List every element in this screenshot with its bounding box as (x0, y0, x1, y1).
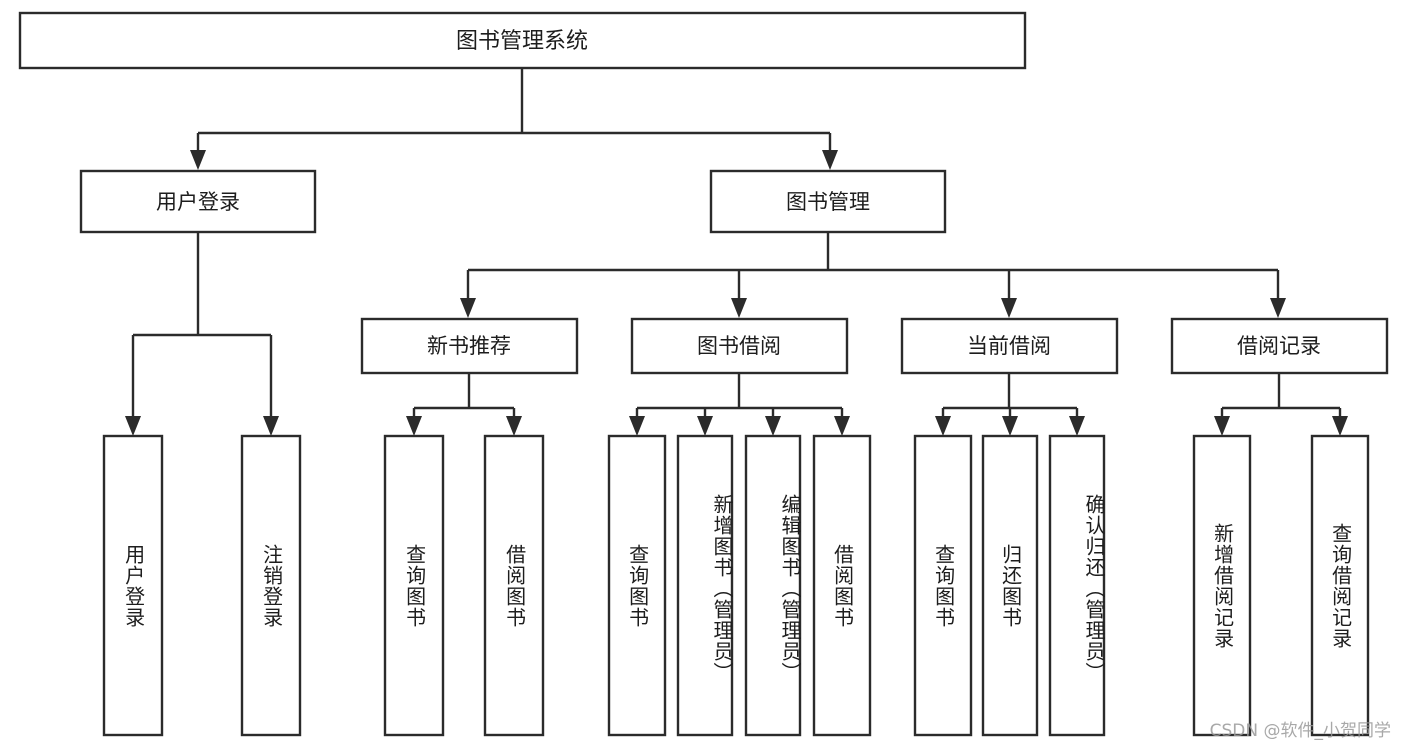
leaf-box-book-borrow-3[interactable] (744, 434, 802, 737)
node-book-borrow-label: 图书借阅 (697, 334, 781, 358)
node-book-borrow[interactable]: 图书借阅 (630, 317, 849, 375)
arrowhead-ul-leaf-2 (263, 416, 279, 436)
node-new-book-recommend[interactable]: 新书推荐 (360, 317, 579, 375)
leaf-box-book-borrow-1[interactable] (607, 434, 667, 737)
arrowhead-cb-leaf-3 (1069, 416, 1085, 436)
leaf-box-borrow-record-2[interactable] (1310, 434, 1370, 737)
arrowhead-nb-leaf-2 (506, 416, 522, 436)
arrowhead-book-borrow (731, 298, 747, 318)
node-borrow-record-label: 借阅记录 (1237, 334, 1321, 358)
leaf-box-current-borrow-2[interactable] (981, 434, 1039, 737)
arrowhead-bb-leaf-2 (697, 416, 713, 436)
arrowhead-bb-leaf-3 (765, 416, 781, 436)
node-book-manage-label: 图书管理 (786, 190, 870, 214)
connector-borrow-record-to-leaves (1214, 373, 1348, 436)
arrowhead-bb-leaf-4 (834, 416, 850, 436)
node-borrow-record[interactable]: 借阅记录 (1170, 317, 1389, 375)
node-root-box[interactable] (18, 11, 1027, 70)
leaf-box-new-book-1[interactable] (383, 434, 445, 737)
connector-book-manage-to-level3 (460, 232, 1286, 318)
connector-root-to-level2 (190, 68, 838, 170)
leaf-box-user-login-2[interactable] (240, 434, 302, 737)
arrowhead-new-book (460, 298, 476, 318)
arrowhead-user-login (190, 150, 206, 170)
connector-user-login-to-leaves (125, 232, 279, 436)
leaf-box-current-borrow-1[interactable] (913, 434, 973, 737)
node-user-login[interactable]: 用户登录 (79, 169, 317, 234)
arrowhead-borrow-record (1270, 298, 1286, 318)
arrowhead-br-leaf-2 (1332, 416, 1348, 436)
node-root[interactable]: 图书管理系统 (18, 11, 1027, 70)
arrowhead-cb-leaf-2 (1002, 416, 1018, 436)
node-borrow-record-box[interactable] (1170, 317, 1389, 375)
arrowhead-ul-leaf-1 (125, 416, 141, 436)
node-current-borrow[interactable]: 当前借阅 (900, 317, 1119, 375)
leaf-box-new-book-2[interactable] (483, 434, 545, 737)
node-book-borrow-box[interactable] (630, 317, 849, 375)
node-new-book-recommend-label: 新书推荐 (427, 334, 511, 358)
node-book-manage-box[interactable] (709, 169, 947, 234)
node-current-borrow-label: 当前借阅 (967, 334, 1051, 358)
leaf-box-borrow-record-1[interactable] (1192, 434, 1252, 737)
node-current-borrow-box[interactable] (900, 317, 1119, 375)
watermark-text: CSDN @软件_小贺同学 (1209, 721, 1391, 741)
node-user-login-label: 用户登录 (156, 190, 240, 214)
arrowhead-bb-leaf-1 (629, 416, 645, 436)
connector-new-book-to-leaves (406, 373, 522, 436)
arrowhead-current-borrow (1001, 298, 1017, 318)
leaf-box-current-borrow-3[interactable] (1048, 434, 1106, 737)
arrowhead-book-manage (822, 150, 838, 170)
arrowhead-nb-leaf-1 (406, 416, 422, 436)
node-root-label: 图书管理系统 (456, 29, 588, 54)
arrowhead-br-leaf-1 (1214, 416, 1230, 436)
leaf-box-book-borrow-4[interactable] (812, 434, 872, 737)
node-book-manage[interactable]: 图书管理 (709, 169, 947, 234)
connector-book-borrow-to-leaves (629, 373, 850, 436)
node-new-book-recommend-box[interactable] (360, 317, 579, 375)
leaf-box-book-borrow-2[interactable] (676, 434, 734, 737)
connector-current-borrow-to-leaves (935, 373, 1085, 436)
leaf-box-user-login-1[interactable] (102, 434, 164, 737)
arrowhead-cb-leaf-1 (935, 416, 951, 436)
